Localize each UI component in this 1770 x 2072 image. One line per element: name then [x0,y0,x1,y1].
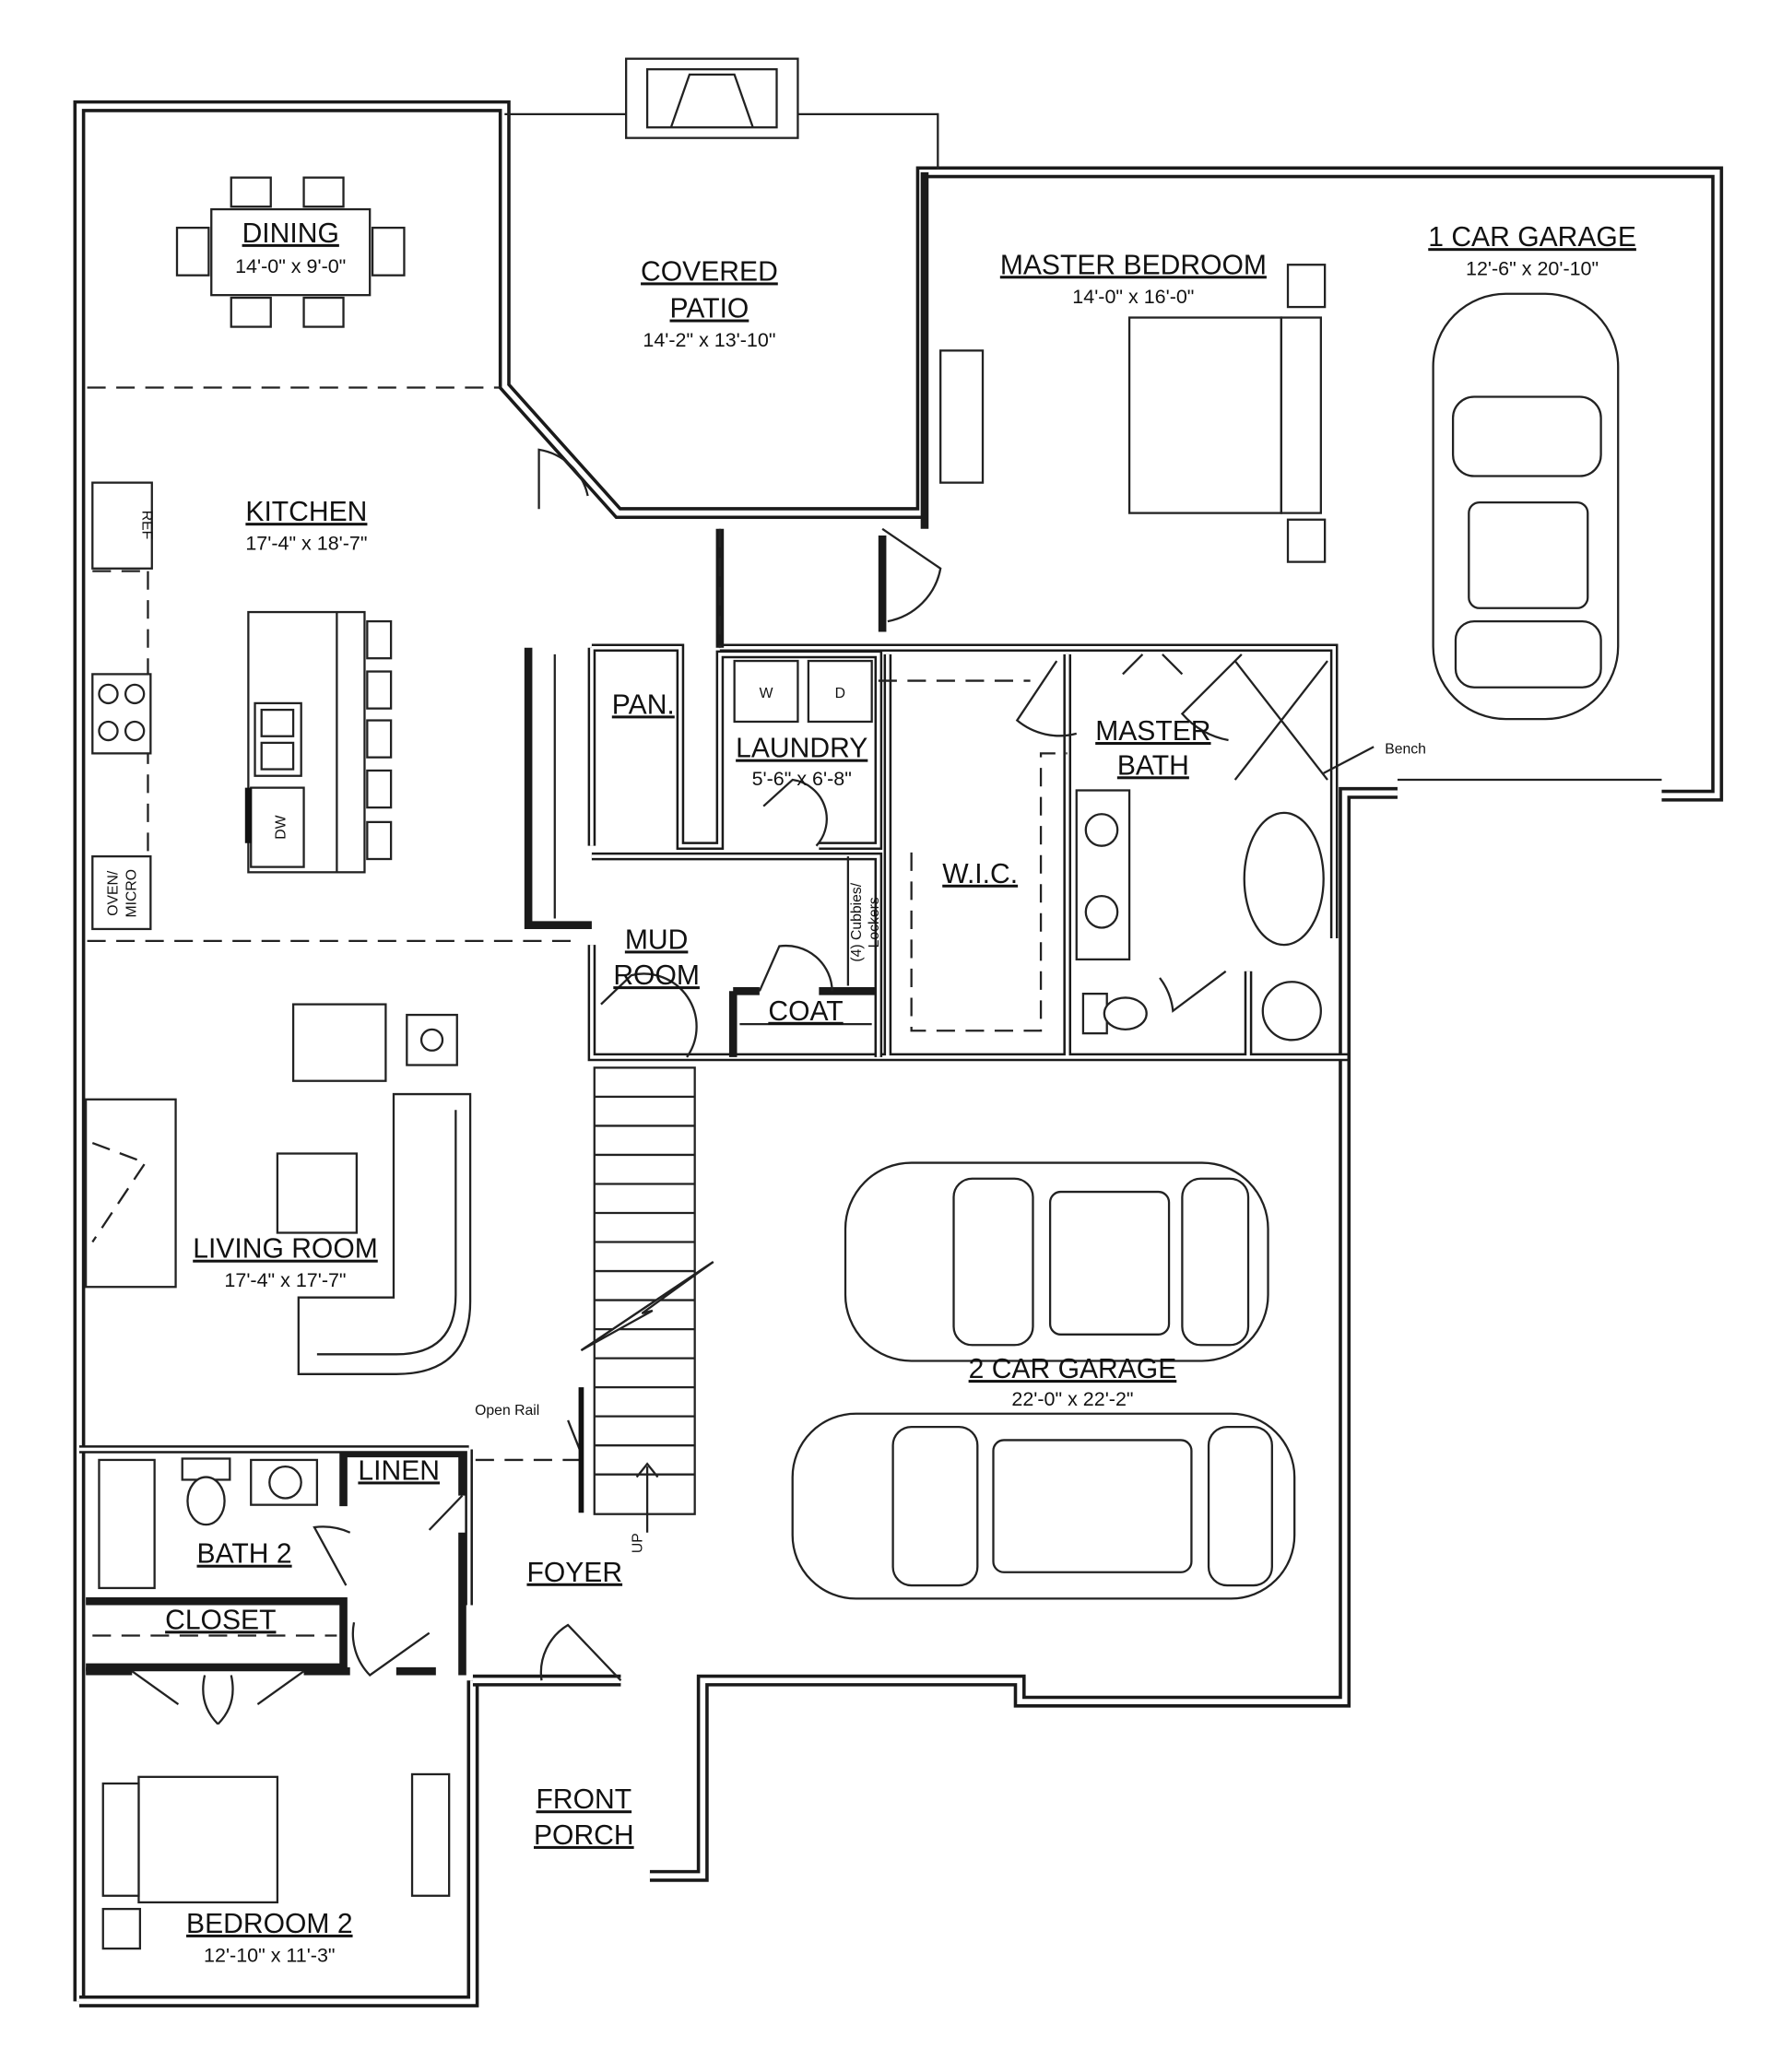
ref-label: REF [139,511,155,540]
dining-dims: 14'-0" x 9'-0" [235,255,346,277]
garage2-dims: 22'-0" x 22'-2" [1011,1388,1133,1410]
living-room-dims: 17'-4" x 17'-7" [224,1269,346,1291]
kitchen-fixtures [91,481,393,931]
master-bedroom-dims: 14'-0" x 16'-0" [1072,286,1194,308]
washer-dryer [733,659,1068,1032]
car-2-car-garage-top [844,1161,1269,1362]
labels: DINING 14'-0" x 9'-0" COVERED PATIO 14'-… [106,218,1636,1967]
garage1-dims: 12'-6" x 20'-10" [1466,258,1599,280]
patio-dims: 14'-2" x 13'-10" [643,329,775,351]
door-swings [131,448,1243,1725]
front-porch-label-2: PORCH [534,1820,634,1851]
front-porch-label-1: FRONT [537,1784,632,1815]
kitchen-label: KITCHEN [245,497,367,527]
pantry-label: PAN. [612,689,675,720]
kitchen-dims: 17'-4" x 18'-7" [245,533,367,555]
cubbies-label-2: Lockers [867,897,882,948]
bath2-fixtures [98,1457,319,1590]
car-2-car-garage-bottom [791,1412,1296,1600]
coat-label: COAT [768,996,843,1027]
bench-label: Bench [1385,741,1426,757]
bedroom2-dims: 12'-10" x 11'-3" [204,1944,335,1966]
living-furniture [84,1003,472,1375]
foyer-label: FOYER [526,1558,622,1588]
dining-label: DINING [242,218,339,249]
master-bath-label-2: BATH [1117,750,1189,781]
oven-label: OVEN/ [106,870,122,916]
dryer-label: D [835,686,845,701]
closet-label: CLOSET [165,1605,276,1635]
living-room-label: LIVING ROOM [193,1234,378,1265]
wic-label: W.I.C. [942,859,1018,889]
mud-room-label-1: MUD [625,924,689,955]
washer-label: W [760,686,773,701]
laundry-dims: 5'-6" x 6'-8" [752,768,852,790]
master-bath-fixtures [1075,660,1375,1042]
master-bed [939,264,1327,563]
cubbies-label-1: (4) Cubbies/ [849,882,865,961]
master-bedroom-label: MASTER BEDROOM [1000,250,1267,280]
open-rail-label: Open Rail [475,1403,539,1419]
dining-table [175,176,406,328]
dishwasher-label: DW [273,815,289,839]
bedroom2-furniture [101,1772,451,1950]
patio-label-2: PATIO [670,294,749,324]
stairs [567,1066,714,1533]
garage2-label: 2 CAR GARAGE [969,1354,1177,1384]
patio-fireplace [625,57,799,139]
car-1-car-garage [1432,292,1620,721]
bedroom2-label: BEDROOM 2 [186,1909,352,1939]
stairs-up-label: UP [630,1533,645,1553]
laundry-label: LAUNDRY [736,734,867,764]
mud-room-label-2: ROOM [613,960,700,991]
patio-label-1: COVERED [641,256,778,287]
garage1-label: 1 CAR GARAGE [1428,222,1636,253]
master-bath-label-1: MASTER [1095,716,1210,747]
linen-label: LINEN [358,1455,440,1486]
bath2-label: BATH 2 [197,1539,292,1570]
exterior-walls [73,100,1724,2007]
interior-walls [78,171,1348,1676]
micro-label: MICRO [124,869,140,918]
